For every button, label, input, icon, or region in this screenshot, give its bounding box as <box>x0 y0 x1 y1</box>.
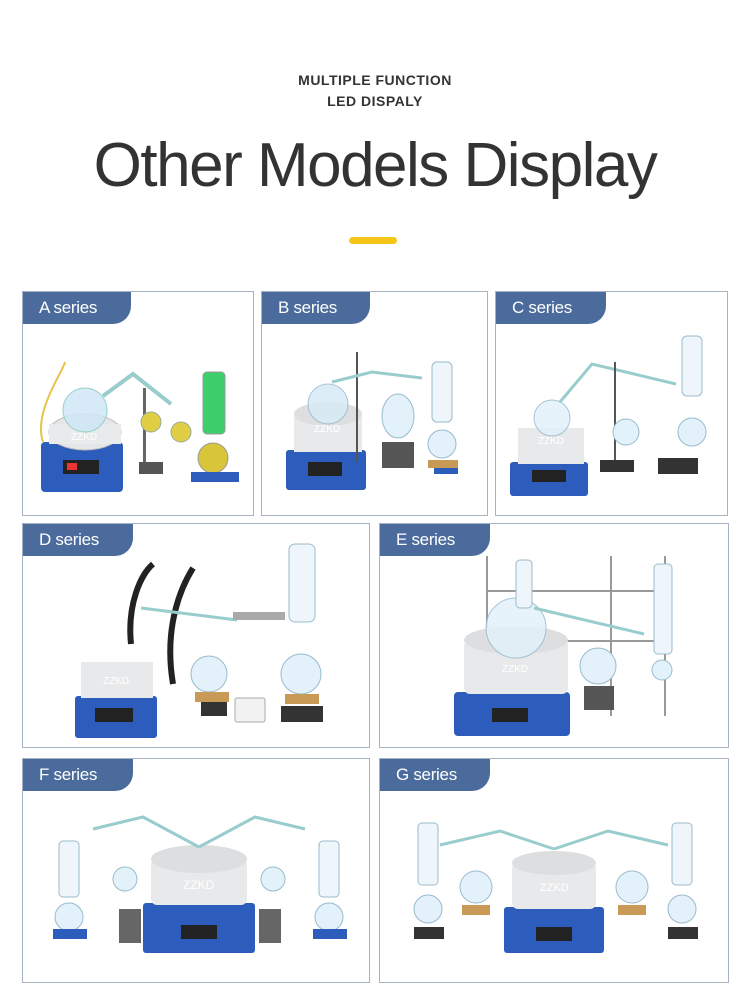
apparatus-d-image: ZZKD <box>75 543 323 738</box>
eyebrow-line-2: LED DISPALY <box>327 93 423 109</box>
eyebrow-line-1: MULTIPLE FUNCTION <box>298 72 452 88</box>
apparatus-a-image: ZZKD <box>40 361 239 492</box>
series-tag: A series <box>23 292 131 324</box>
apparatus-b-image: ZZKD <box>286 352 458 490</box>
card-c-series[interactable]: C series ZZKD <box>495 291 728 516</box>
card-e-series[interactable]: E series ZZKD <box>379 523 729 748</box>
card-g-series[interactable]: G series ZZKD <box>379 758 729 983</box>
card-a-series[interactable]: A series ZZKD <box>22 291 254 516</box>
product-mark: ZZKD <box>502 664 528 675</box>
product-mark: ZZKD <box>71 432 97 443</box>
accent-bar <box>349 237 397 244</box>
product-mark: ZZKD <box>314 424 340 435</box>
page-title: Other Models Display <box>93 131 658 200</box>
card-b-series[interactable]: B series ZZKD <box>261 291 488 516</box>
series-tag: F series <box>23 759 133 791</box>
apparatus-g-image: ZZKD <box>413 822 698 953</box>
card-d-series[interactable]: D series ZZKD <box>22 523 370 748</box>
apparatus-e-image: ZZKD <box>454 556 673 736</box>
series-tag: B series <box>262 292 370 324</box>
product-mark: ZZKD <box>538 436 564 447</box>
apparatus-c-image: ZZKD <box>510 335 707 496</box>
series-tag: E series <box>380 524 490 556</box>
card-f-series[interactable]: F series ZZKD <box>22 758 370 983</box>
series-tag: G series <box>380 759 490 791</box>
series-tag: D series <box>23 524 133 556</box>
product-mark: ZZKD <box>103 676 129 687</box>
apparatus-f-image: ZZKD <box>53 815 347 953</box>
series-tag: C series <box>496 292 606 324</box>
product-mark: ZZKD <box>540 882 569 894</box>
product-mark: ZZKD <box>183 878 215 892</box>
